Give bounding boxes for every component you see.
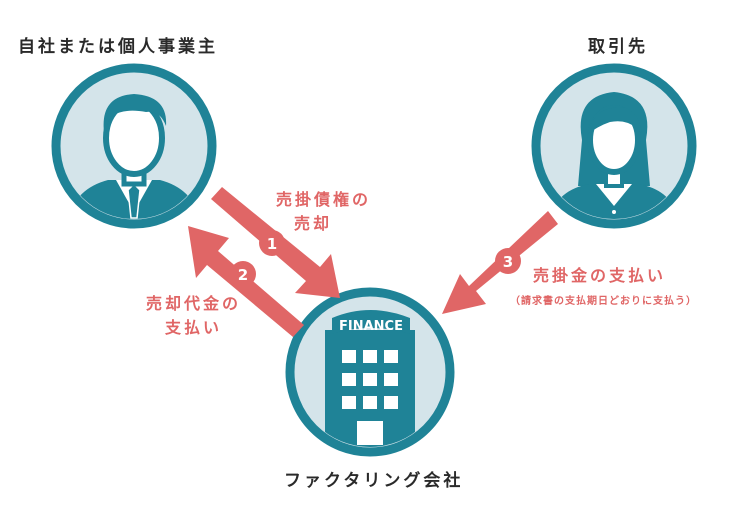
step-3-note: （請求書の支払期日どおりに支払う） (510, 296, 697, 307)
self-label: 自社または個人事業主 (18, 37, 218, 57)
finance-sign: FINANCE (339, 319, 403, 334)
step-2-number: 2 (238, 266, 248, 284)
step-2-line2: 支払い (165, 318, 223, 337)
factoring-label: ファクタリング会社 (284, 471, 464, 491)
step-1-line2: 売却 (294, 214, 333, 233)
arrow-step-2: 2 (188, 226, 304, 337)
step-1-line1: 売掛債権の (276, 190, 372, 209)
finance-building-icon: FINANCE (285, 287, 455, 457)
step-2-line1: 売却代金の (146, 294, 242, 313)
step-1-text: 売掛債権の 売却 (276, 188, 371, 236)
step-3-line1: 売掛金の支払い (533, 266, 667, 285)
businesswoman-icon (531, 63, 697, 229)
step-3-number: 3 (503, 253, 513, 271)
arrow-step-1: 1 (211, 187, 340, 298)
step-3-text: 売掛金の支払い (533, 264, 666, 288)
businessman-icon (51, 63, 217, 229)
partner-label: 取引先 (588, 37, 648, 57)
step-2-text: 売却代金の 支払い (146, 292, 241, 340)
arrow-step-3: 3 (442, 211, 558, 314)
step-1-number: 1 (267, 235, 277, 253)
